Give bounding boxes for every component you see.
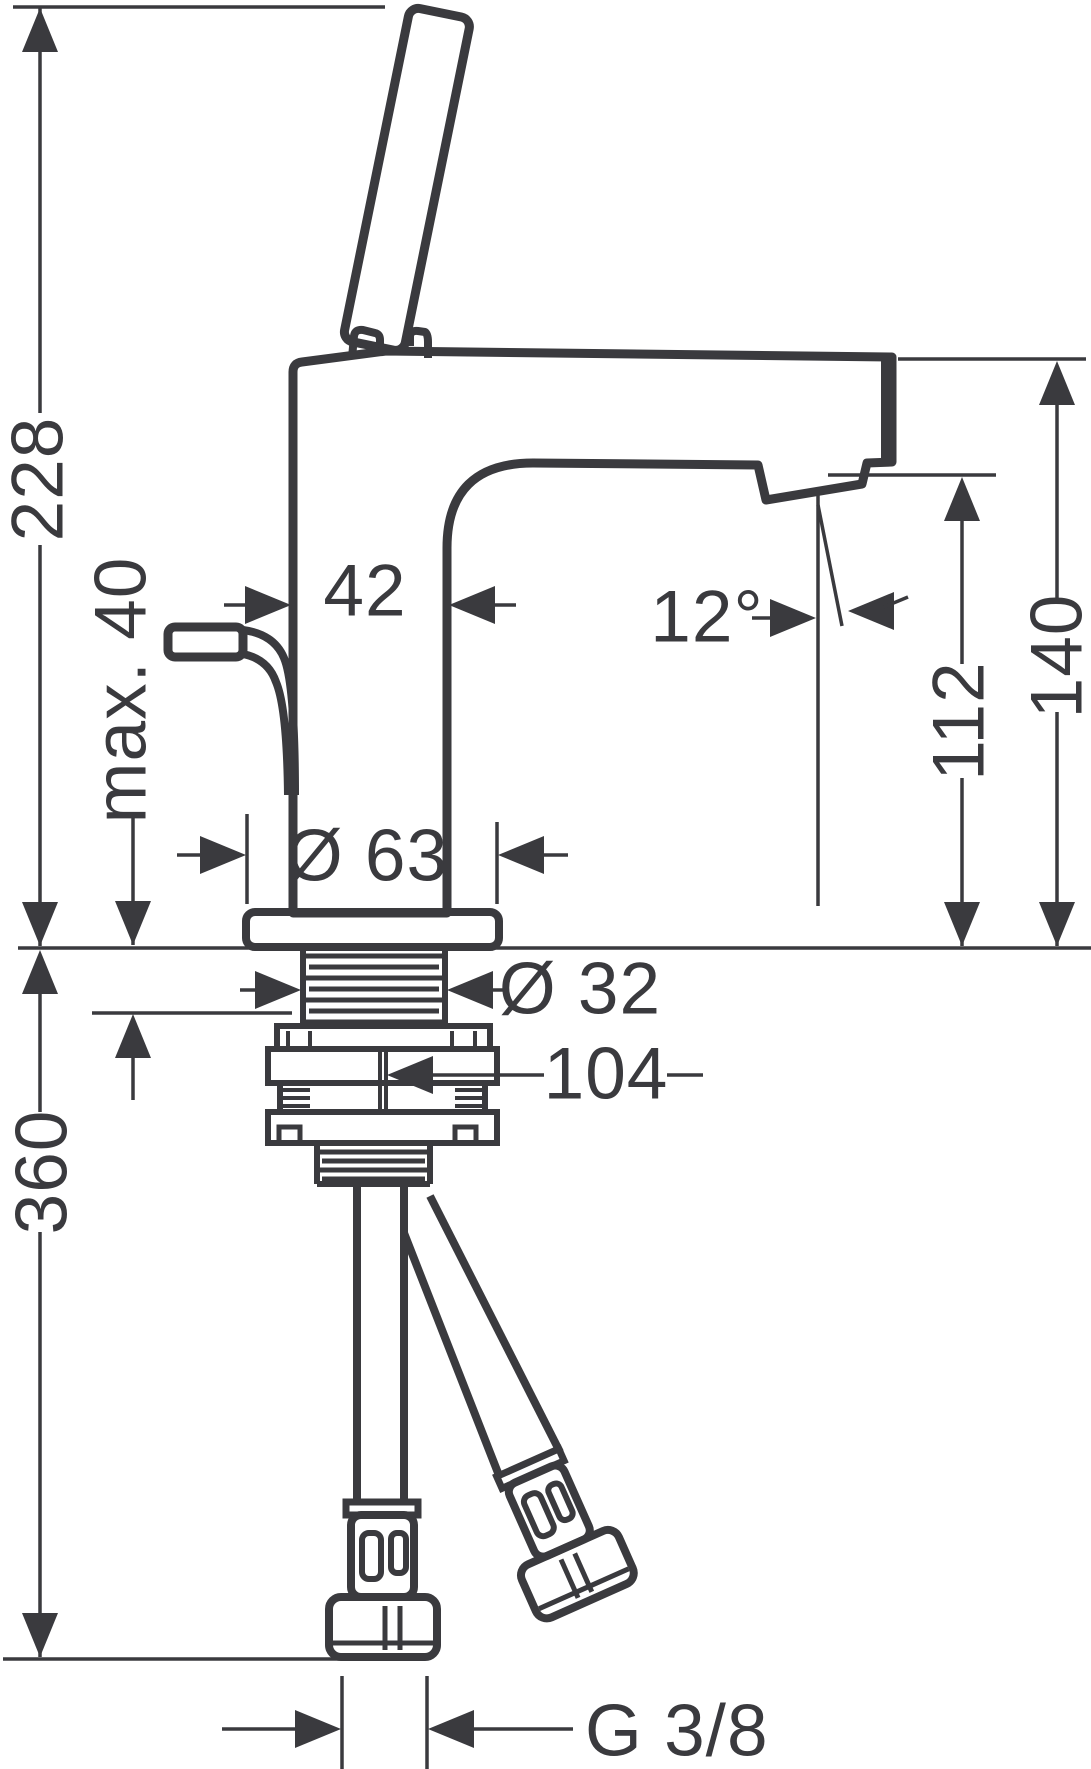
dim-label-d63: Ø 63 bbox=[286, 816, 448, 897]
dim-label-140: 140 bbox=[1017, 594, 1091, 719]
dim-shank-length: 104 bbox=[387, 1034, 703, 1115]
dim-body-width: 42 bbox=[224, 551, 516, 632]
hose-nut bbox=[325, 1593, 441, 1661]
handle-joint bbox=[348, 325, 384, 359]
dim-overall-height: 228 bbox=[0, 8, 79, 946]
dim-label-max40: max. 40 bbox=[81, 557, 162, 824]
diagonal-connector-group bbox=[492, 1444, 638, 1623]
shank-threads bbox=[303, 953, 445, 1025]
dim-thread-size: G 3/8 bbox=[222, 1676, 769, 1769]
dim-label-42: 42 bbox=[323, 551, 406, 632]
dim-label-d32: Ø 32 bbox=[499, 949, 661, 1030]
hose-nut-diag bbox=[516, 1525, 638, 1623]
mounting-shank bbox=[265, 950, 500, 1187]
dim-label-g38: G 3/8 bbox=[585, 1691, 769, 1769]
dim-label-12deg: 12° bbox=[650, 577, 763, 658]
dim-spout-angle: 12° bbox=[650, 492, 909, 906]
dim-deck-thickness: max. 40 bbox=[81, 557, 292, 1100]
dim-outlet-height: 112 bbox=[828, 473, 1000, 946]
faucet-outline bbox=[163, 3, 897, 951]
side-lever-knob bbox=[163, 622, 248, 662]
connector-window-diag bbox=[520, 1490, 557, 1540]
supply-hose-diagonal bbox=[400, 1194, 638, 1623]
flange-slot-left bbox=[276, 1124, 303, 1146]
handle-lever-top bbox=[339, 3, 474, 355]
nut-knurl-lines bbox=[282, 1088, 483, 1108]
dim-base-diameter: Ø 63 bbox=[177, 814, 568, 904]
dim-spout-top-height: 140 bbox=[898, 357, 1091, 946]
dim-label-104: 104 bbox=[544, 1034, 669, 1115]
connector-window bbox=[359, 1530, 384, 1582]
handle-joint-right bbox=[406, 326, 432, 358]
side-lever-arm-inner bbox=[242, 650, 292, 796]
supply-hose-vertical bbox=[325, 1184, 441, 1661]
mounting-nut-knurl bbox=[277, 1080, 488, 1115]
dim-hose-length: 360 bbox=[2, 950, 83, 1657]
dim-shank-diameter: Ø 32 bbox=[240, 949, 661, 1030]
connector-window-diag-2 bbox=[545, 1480, 576, 1524]
shank-tail-threads bbox=[317, 1149, 430, 1182]
faucet-body bbox=[288, 346, 897, 918]
dim-label-360: 360 bbox=[2, 1110, 83, 1235]
mounting-nut-upper bbox=[265, 1046, 500, 1086]
angle-tilted-reference bbox=[816, 504, 844, 627]
dim-label-228: 228 bbox=[0, 417, 79, 542]
mounting-nut-flange bbox=[265, 1109, 500, 1146]
side-lever-arm bbox=[242, 626, 299, 796]
flange-slot-right bbox=[452, 1124, 479, 1146]
dim-label-112: 112 bbox=[919, 661, 1000, 780]
connector-window-2 bbox=[388, 1530, 409, 1576]
